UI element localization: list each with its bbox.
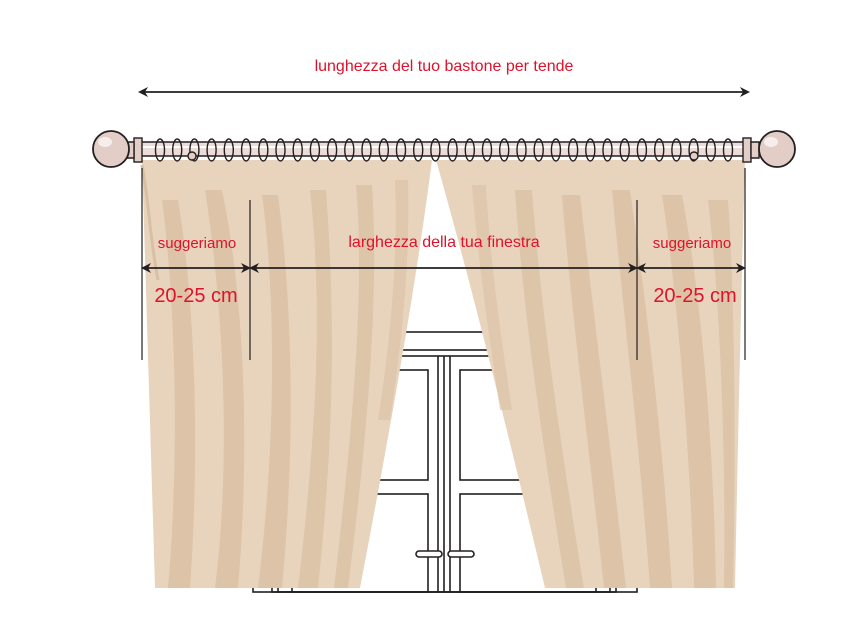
curtain-ring-icon: [240, 138, 252, 162]
window-width-label: larghezza della tua finestra: [348, 234, 539, 251]
curtain-ring-icon: [636, 138, 648, 162]
curtain-ring-icon: [481, 138, 493, 162]
curtain-ring-icon: [671, 138, 682, 162]
curtain-ring-icon: [326, 138, 338, 162]
curtain-ring-icon: [309, 138, 321, 162]
curtain-ring-icon: [705, 138, 716, 162]
dimension-lines: [138, 87, 750, 360]
rod-bracket-right: [742, 137, 752, 163]
curtain-hook-icon: [689, 151, 699, 161]
curtain-ring-icon: [413, 138, 424, 162]
curtain-ring-icon: [206, 138, 217, 162]
curtain-ring-icon: [567, 138, 579, 162]
curtain-ring-icon: [447, 138, 458, 162]
curtain-ring-icon: [619, 138, 630, 162]
curtain-ring-icon: [344, 138, 355, 162]
curtain-ring-icon: [585, 138, 596, 162]
curtain-ring-icon: [722, 138, 734, 162]
curtain-rod-finial-icon: [92, 130, 135, 168]
curtain-ring-icon: [464, 138, 475, 162]
door-handle-icon: [415, 550, 443, 558]
curtain-ring-icon: [275, 138, 286, 162]
curtain-ring-icon: [292, 138, 303, 162]
left-range-label: 20-25 cm: [154, 285, 237, 307]
curtain-ring-icon: [550, 138, 562, 162]
curtain-ring-icon: [516, 138, 527, 162]
left-suggest-label: suggeriamo: [158, 235, 236, 252]
rod-bracket-left: [133, 137, 143, 163]
labels: lunghezza del tuo bastone per tende larg…: [154, 58, 736, 307]
curtain-ring-icon: [223, 138, 235, 162]
curtain-hook-icon: [187, 151, 197, 161]
right-suggest-label: suggeriamo: [653, 235, 731, 252]
curtain-ring-icon: [189, 138, 200, 162]
curtain-ring-icon: [533, 138, 544, 162]
curtain-ring-icon: [395, 138, 407, 162]
rod-length-label: lunghezza del tuo bastone per tende: [315, 58, 574, 75]
curtain-ring-icon: [430, 138, 441, 162]
curtain-ring-icon: [654, 138, 665, 162]
curtain-ring-icon: [171, 138, 183, 162]
curtain-rod: [92, 130, 796, 168]
curtain-rings: [154, 138, 734, 162]
curtain-ring-icon: [688, 138, 699, 162]
door-handle-icon: [447, 550, 475, 558]
curtain-ring-icon: [378, 138, 389, 162]
right-range-label: 20-25 cm: [653, 285, 736, 307]
curtain-rod-finial-icon: [750, 130, 796, 168]
curtain-ring-icon: [499, 138, 510, 162]
curtain-ring-icon: [258, 138, 269, 162]
curtain-ring-icon: [154, 138, 166, 162]
curtain-ring-icon: [361, 138, 372, 162]
curtain-ring-icon: [602, 138, 613, 162]
